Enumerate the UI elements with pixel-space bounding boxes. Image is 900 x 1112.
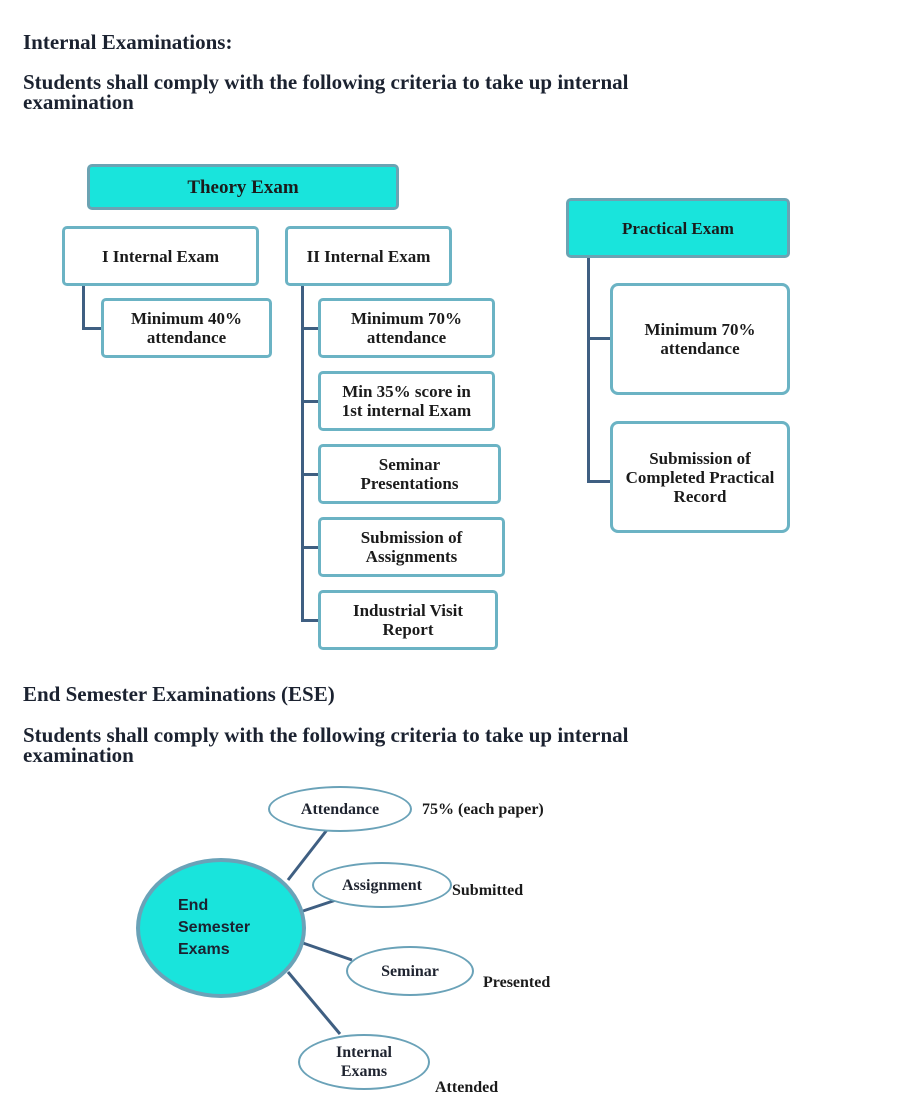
first-internal-criterion-attendance: Minimum 40% attendance xyxy=(101,298,272,358)
connector-line xyxy=(301,327,319,330)
connector-line xyxy=(82,327,102,330)
connector-line xyxy=(301,619,319,622)
connector-line xyxy=(301,286,304,622)
branch-internal-exams-value: Attended xyxy=(435,1079,499,1096)
ese-title: End Semester Examinations (ESE) xyxy=(23,682,335,706)
end-semester-exams-label: End Semester Exams xyxy=(178,897,251,958)
connector-assignment xyxy=(299,898,337,914)
second-internal-criterion-seminar: Seminar Presentations xyxy=(318,444,501,504)
second-internal-criterion-assignments: Submission of Assignments xyxy=(318,517,505,577)
internal-criteria-text: Students shall comply with the following… xyxy=(23,70,629,114)
second-internal-exam-box: II Internal Exam xyxy=(285,226,452,286)
practical-criterion-record: Submission of Completed Practical Record xyxy=(610,421,790,533)
connector-line xyxy=(82,286,85,329)
connector-line xyxy=(301,400,319,403)
branch-attendance-value: 75% (each paper) xyxy=(422,801,544,818)
connector-line xyxy=(587,480,611,483)
ese-criteria-text: Students shall comply with the following… xyxy=(23,723,629,767)
branch-internal-exams: Internal Exams xyxy=(298,1034,430,1090)
practical-exam-header: Practical Exam xyxy=(566,198,790,258)
internal-exams-title: Internal Examinations: xyxy=(23,30,233,54)
second-internal-criterion-industrial-visit: Industrial Visit Report xyxy=(318,590,498,650)
branch-seminar-value: Presented xyxy=(483,974,551,991)
first-internal-exam-box: I Internal Exam xyxy=(62,226,259,286)
branch-attendance: Attendance xyxy=(268,786,412,832)
branch-assignment-value: Submitted xyxy=(452,882,524,899)
branch-seminar: Seminar xyxy=(346,946,474,996)
branch-assignment: Assignment xyxy=(312,862,452,908)
connector-line xyxy=(587,258,590,483)
practical-criterion-attendance: Minimum 70% attendance xyxy=(610,283,790,395)
connector-attendance xyxy=(286,825,332,881)
second-internal-criterion-attendance: Minimum 70% attendance xyxy=(318,298,495,358)
end-semester-exams-circle xyxy=(136,858,306,998)
theory-exam-header: Theory Exam xyxy=(87,164,399,210)
connector-line xyxy=(587,337,611,340)
connector-line xyxy=(301,473,319,476)
connector-internal-exams xyxy=(286,971,342,1035)
connector-seminar xyxy=(299,940,353,962)
connector-line xyxy=(301,546,319,549)
second-internal-criterion-score: Min 35% score in 1st internal Exam xyxy=(318,371,495,431)
